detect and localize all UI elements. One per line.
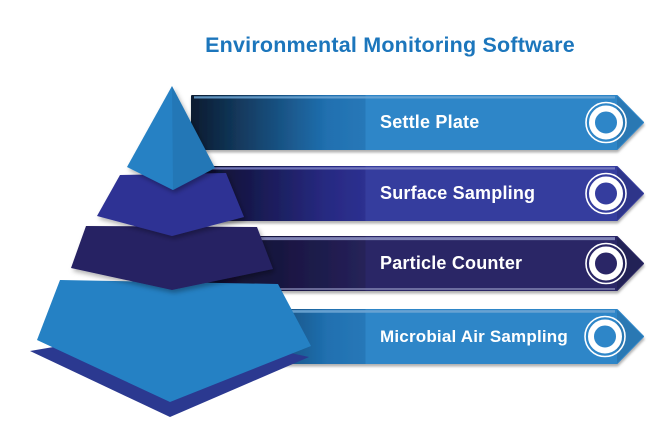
banner-tip-fold xyxy=(617,96,643,149)
pyramid xyxy=(30,86,311,417)
banner-label-microbial-air-sampling: Microbial Air Sampling xyxy=(380,326,568,346)
banner-label-surface-sampling: Surface Sampling xyxy=(380,183,536,203)
banner-tip-fold xyxy=(617,237,643,290)
pyramid-bottom-band xyxy=(37,280,311,402)
banner-settle-plate xyxy=(191,95,644,150)
pyramid-top-triangle xyxy=(127,86,215,190)
pyramid-second-band xyxy=(97,173,244,236)
banner-label-particle-counter: Particle Counter xyxy=(380,253,523,273)
ring-icon xyxy=(585,242,627,285)
ring-icon xyxy=(584,315,626,358)
pyramid-third-band xyxy=(71,226,273,290)
banner-microbial-air-sampling xyxy=(191,309,644,364)
banner-particle-counter xyxy=(191,236,644,291)
pyramid-top-triangle-shading xyxy=(172,86,215,190)
banner-tip-fold xyxy=(617,310,643,363)
banner-surface-sampling xyxy=(191,166,644,221)
ring-icon xyxy=(585,101,627,144)
diagram-title: Environmental Monitoring Software xyxy=(205,33,575,57)
ring-icon xyxy=(585,172,627,215)
banner-tip-fold xyxy=(617,167,643,220)
banner-label-settle-plate: Settle Plate xyxy=(380,112,480,132)
